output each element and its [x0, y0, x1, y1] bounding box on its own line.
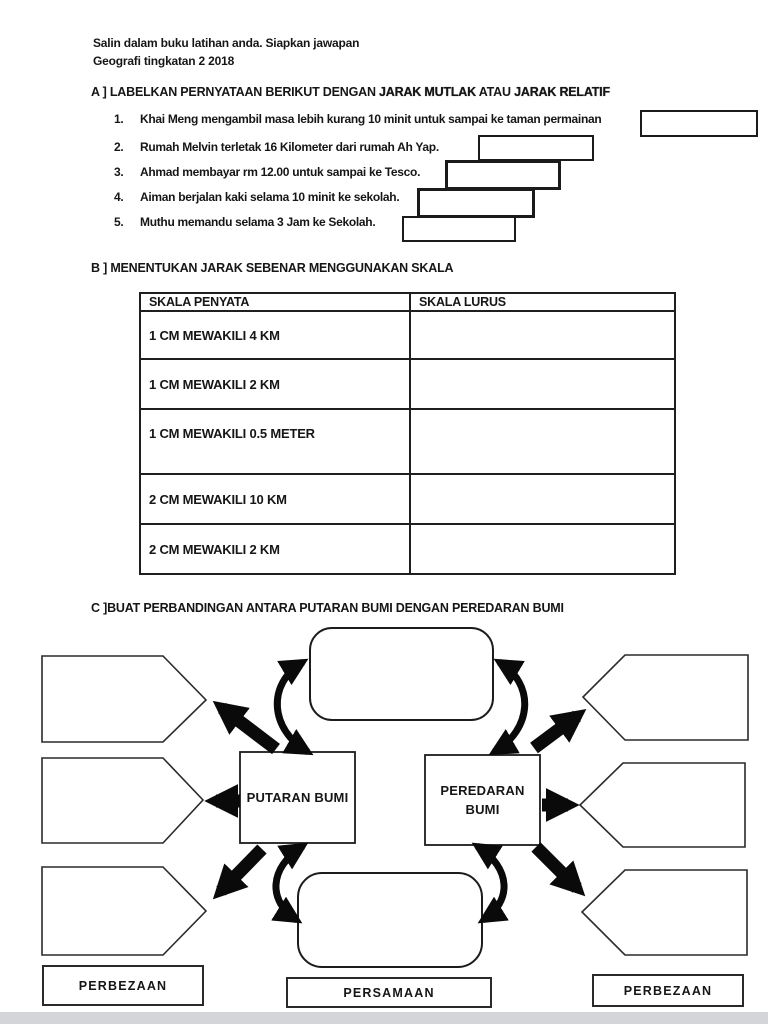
right-tag-shape-2 — [578, 762, 746, 848]
list-item-1-number: 1. — [114, 112, 124, 126]
section-c-heading: C ]BUAT PERBANDINGAN ANTARA PUTARAN BUMI… — [91, 601, 564, 615]
list-item-4-text: Aiman berjalan kaki selama 10 minit ke s… — [140, 190, 400, 204]
list-item-5-text: Muthu memandu selama 3 Jam ke Sekolah. — [140, 215, 376, 229]
table-cell-skala-lurus-1 — [409, 310, 676, 360]
table-header-skala-penyata: SKALA PENYATA — [139, 292, 411, 312]
arrow-peredaran-to-right-tag-3 — [531, 842, 586, 897]
putaran-bumi-box — [239, 751, 356, 844]
header-subject-line: Geografi tingkatan 2 2018 — [93, 54, 235, 68]
header-instruction-line: Salin dalam buku latihan anda. Siapkan j… — [93, 36, 360, 50]
perbezaan-right-label: PERBEZAAN — [592, 974, 744, 1007]
bottom-rounded-box — [297, 872, 483, 968]
persamaan-label: PERSAMAAN — [286, 977, 492, 1008]
section-a-heading: A ] LABELKAN PERNYATAAN BERIKUT DENGAN J… — [91, 85, 610, 99]
arrow-putaran-to-left-tag-3 — [212, 844, 267, 900]
table-cell-skala-penyata-4: 2 CM MEWAKILI 10 KM — [139, 473, 411, 525]
perbezaan-left-label: PERBEZAAN — [42, 965, 204, 1006]
peredaran-bumi-label: PEREDARAN BUMI — [425, 755, 540, 845]
list-item-1-text: Khai Meng mengambil masa lebih kurang 10… — [140, 112, 602, 126]
skala-table: SKALA PENYATA SKALA LURUS 1 CM MEWAKILI … — [139, 292, 676, 575]
left-tag-shape-3 — [41, 866, 208, 956]
table-row: 1 CM MEWAKILI 4 KM — [139, 310, 676, 360]
list-item-3-number: 3. — [114, 165, 124, 179]
left-tag-shape-2 — [41, 757, 205, 844]
curve-putaran-bottom-box — [271, 842, 309, 924]
table-row: 2 CM MEWAKILI 2 KM — [139, 523, 676, 575]
table-header-row: SKALA PENYATA SKALA LURUS — [139, 292, 676, 312]
table-cell-skala-penyata-5: 2 CM MEWAKILI 2 KM — [139, 523, 411, 575]
table-cell-skala-penyata-1: 1 CM MEWAKILI 4 KM — [139, 310, 411, 360]
curve-peredaran-top-box — [488, 658, 529, 756]
section-b-heading: B ] MENENTUKAN JARAK SEBENAR MENGGUNAKAN… — [91, 261, 454, 275]
peredaran-bumi-box — [424, 754, 541, 846]
top-rounded-box — [309, 627, 494, 721]
table-cell-skala-lurus-5 — [409, 523, 676, 575]
arrow-putaran-to-left-tag-1 — [212, 700, 280, 755]
table-row: 1 CM MEWAKILI 2 KM — [139, 358, 676, 410]
list-item-2-number: 2. — [114, 140, 124, 154]
table-row: 2 CM MEWAKILI 10 KM — [139, 473, 676, 525]
list-item-2-text: Rumah Melvin terletak 16 Kilometer dari … — [140, 140, 439, 154]
section-a-heading-part3: ATAU — [475, 85, 515, 99]
table-cell-skala-lurus-3 — [409, 408, 676, 475]
list-item-5-number: 5. — [114, 215, 124, 229]
table-header-skala-lurus: SKALA LURUS — [409, 292, 676, 312]
putaran-bumi-label: PUTARAN BUMI — [246, 790, 349, 805]
right-tag-shape-3 — [580, 869, 748, 956]
page-bottom-edge — [0, 1012, 768, 1024]
table-cell-skala-lurus-2 — [409, 358, 676, 410]
section-a-heading-part1: A ] LABELKAN PERNYATAAN BERIKUT DENGAN — [91, 85, 380, 99]
table-cell-skala-lurus-4 — [409, 473, 676, 525]
peredaran-line2: BUMI — [465, 802, 500, 817]
table-row: 1 CM MEWAKILI 0.5 METER — [139, 408, 676, 475]
answer-box-1 — [640, 110, 758, 137]
list-item-3-text: Ahmad membayar rm 12.00 untuk sampai ke … — [140, 165, 421, 179]
section-a-heading-part4: JARAK RELATIF — [514, 85, 610, 99]
table-cell-skala-penyata-3: 1 CM MEWAKILI 0.5 METER — [139, 408, 411, 475]
left-tag-shape-1 — [41, 655, 208, 743]
answer-box-2 — [478, 135, 594, 161]
list-item-4-number: 4. — [114, 190, 124, 204]
peredaran-line1: PEREDARAN — [440, 783, 525, 798]
answer-box-5 — [402, 216, 516, 242]
curve-putaran-top-box — [273, 658, 314, 756]
curve-peredaran-bottom-box — [471, 842, 509, 924]
right-tag-shape-1 — [581, 654, 749, 741]
table-cell-skala-penyata-2: 1 CM MEWAKILI 2 KM — [139, 358, 411, 410]
arrow-peredaran-to-right-tag-1 — [530, 709, 587, 754]
section-a-heading-part2: JARAK MUTLAK — [379, 85, 476, 99]
